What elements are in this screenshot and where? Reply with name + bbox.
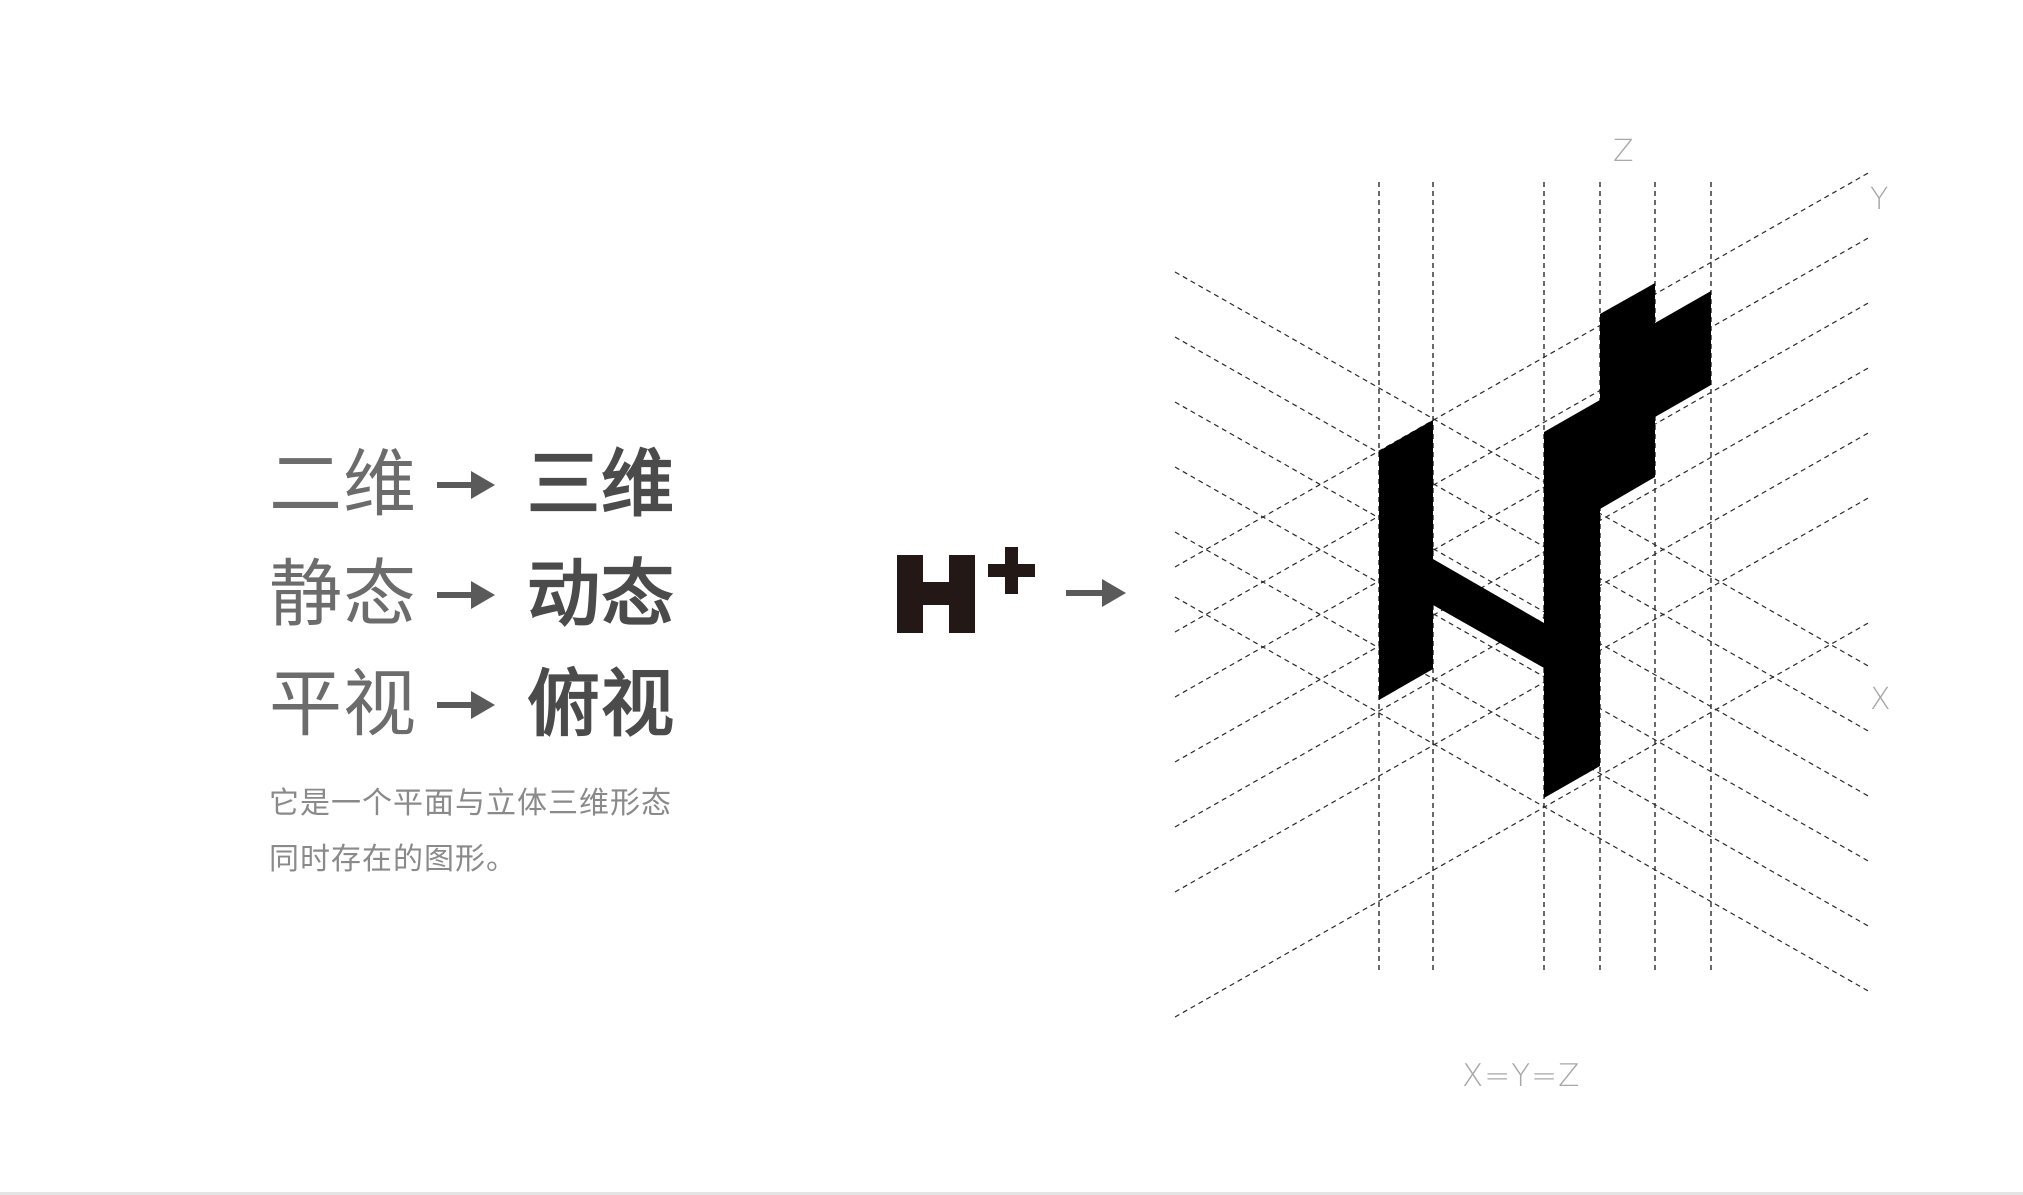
right-arrow-icon [437,691,495,719]
from-label: 二维 [269,442,417,527]
vertical-guide-lines [1378,182,1712,972]
y-axis-guide-lines [1174,171,1871,1018]
transform-row-dimension: 二维 三维 [269,440,729,530]
transform-row-view: 平视 俯视 [269,660,729,750]
description: 它是一个平面与立体三维形态 同时存在的图形。 [269,776,739,888]
axis-label-z: Z [1613,134,1634,169]
description-line: 同时存在的图形。 [269,842,517,877]
right-arrow-icon [437,471,495,499]
description-line: 它是一个平面与立体三维形态 [269,786,672,821]
from-label: 静态 [269,552,417,637]
h-plus-logo-icon [897,547,1035,633]
right-arrow-icon [1066,579,1126,607]
isometric-grid-diagram [1174,171,1871,1018]
to-label: 三维 [527,442,675,527]
right-arrow-icon [437,581,495,609]
x-axis-guide-lines [1174,271,1871,993]
axis-equation: X=Y=Z [1462,1058,1581,1094]
to-label: 动态 [527,552,675,637]
isometric-h-plus-logo-icon [1379,283,1711,798]
axis-label-y: Y [1870,182,1889,217]
to-label: 俯视 [527,662,675,747]
bottom-divider [0,1192,2023,1195]
from-label: 平视 [269,662,417,747]
axis-label-x: X [1870,682,1891,717]
transform-row-motion: 静态 动态 [269,550,729,640]
